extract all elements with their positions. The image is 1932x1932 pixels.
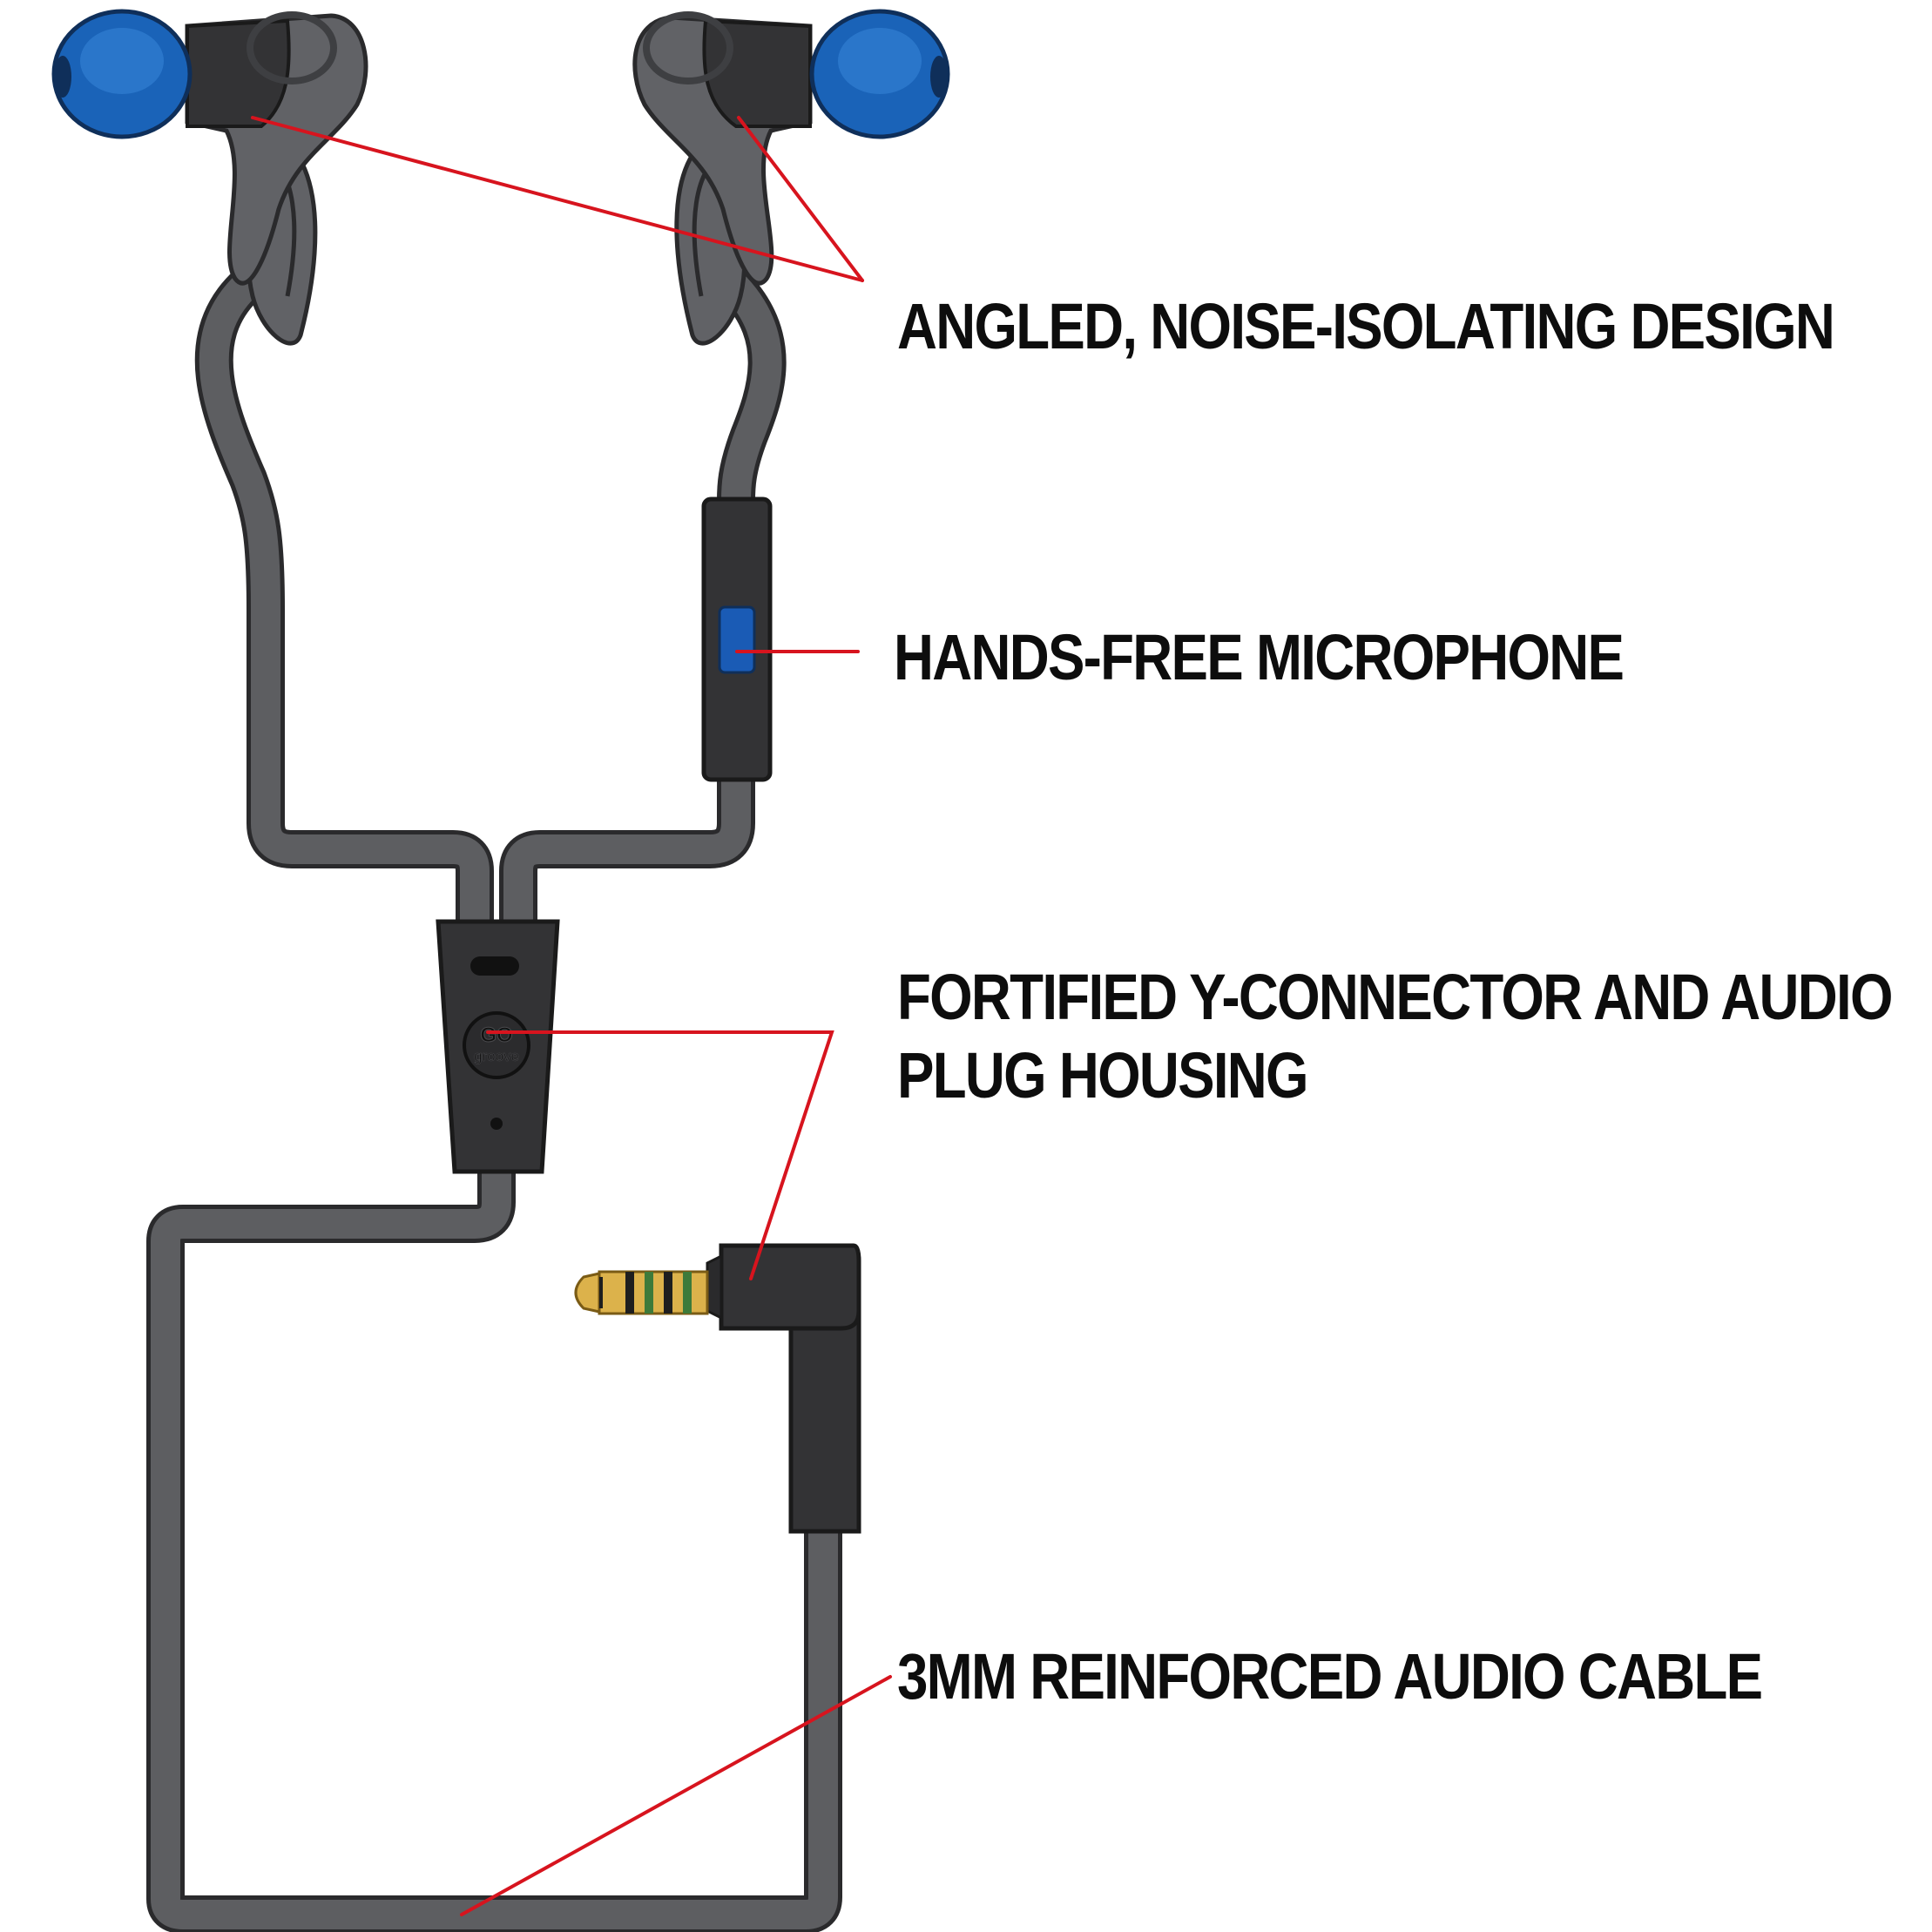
callout-line-design-left	[251, 116, 864, 282]
microphone-module	[701, 497, 773, 782]
right-eartip	[809, 9, 950, 139]
left-eartip	[51, 9, 193, 139]
logo-go: GO	[480, 1023, 512, 1047]
audio-plug	[574, 1243, 861, 1534]
right-earbud	[632, 9, 950, 346]
callout-cable-label: 3MM REINFORCED AUDIO CABLE	[897, 1640, 1763, 1712]
callout-line-design-right	[737, 116, 864, 282]
audio-cable	[146, 268, 842, 1932]
callout-yconnector-label-line2: PLUG HOUSING	[897, 1039, 1309, 1111]
callout-line-yconnector	[486, 1030, 834, 1280]
callout-yconnector-label: FORTIFIED Y-CONNECTOR AND AUDIO	[897, 961, 1893, 1033]
left-earbud	[51, 9, 368, 346]
audio-jack-pin	[574, 1270, 709, 1315]
callout-microphone-label: HANDS-FREE MICROPHONE	[894, 621, 1625, 693]
logo-groove: groove	[474, 1048, 519, 1064]
callout-lines	[251, 116, 892, 1916]
y-connector: GO groove	[436, 919, 560, 1174]
microphone-button	[718, 605, 756, 674]
callout-line-cable	[460, 1675, 892, 1916]
callout-design-label: ANGLED, NOISE-ISOLATING DESIGN	[897, 290, 1835, 362]
